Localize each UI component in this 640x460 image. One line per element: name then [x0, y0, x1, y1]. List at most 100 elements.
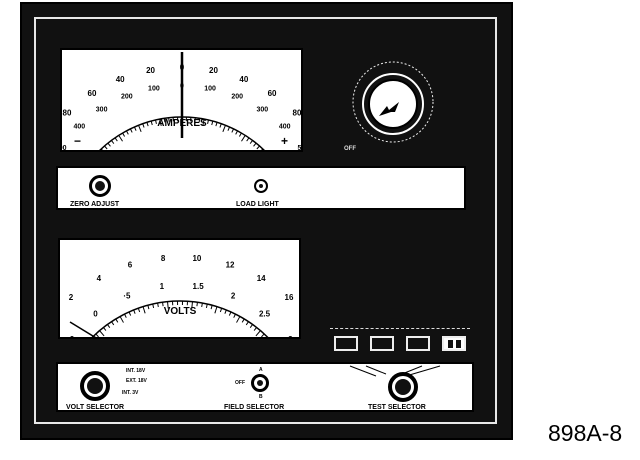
voltmeter-lower-label: 1.5	[193, 282, 205, 291]
load-control-dial[interactable]	[337, 52, 449, 156]
ammeter-upper-label: 40	[116, 75, 125, 84]
test-switch-3[interactable]	[406, 336, 430, 351]
ammeter-upper-label: 60	[268, 89, 277, 98]
voltmeter-tick	[142, 306, 146, 314]
ammeter-lower-label: 400	[279, 124, 291, 131]
test-switch-4-lever-a	[448, 340, 453, 348]
ammeter-lower-label: 200	[231, 94, 243, 101]
voltmeter-dial: 024681012141618 −20·511.522.53 VOLTS	[65, 254, 294, 337]
field-selector-label: FIELD SELECTOR	[224, 404, 285, 411]
ammeter-upper-label: 80	[63, 109, 72, 118]
voltmeter-upper-label: 16	[285, 293, 294, 302]
volt-selector-position-3: INT. 3V	[122, 390, 139, 396]
voltmeter-needle	[69, 321, 96, 337]
voltmeter-tick	[167, 301, 169, 309]
ammeter-upper-label: 80	[293, 109, 301, 118]
test-selector-label: TEST SELECTOR	[368, 404, 426, 411]
voltmeter-lower-label: −2	[65, 335, 75, 337]
voltmeter-upper-label: 6	[128, 261, 133, 270]
ammeter-upper-label: 20	[209, 66, 218, 75]
ammeter-tick	[261, 148, 264, 150]
voltmeter-upper-label: 2	[69, 293, 74, 302]
ammeter-lower-label: 500	[62, 145, 67, 150]
field-selector-switch[interactable]	[251, 374, 269, 392]
test-switch-4-lever-b	[456, 340, 461, 348]
ammeter-tick	[222, 125, 226, 132]
voltmeter-upper-label: 8	[161, 254, 166, 263]
volt-selector-position-1: INT. 18V	[126, 368, 146, 374]
load-light-lamp	[254, 179, 268, 193]
ammeter-lower-label: 400	[73, 124, 85, 131]
load-light-label: LOAD LIGHT	[236, 201, 279, 208]
field-selector-position-off: OFF	[235, 380, 245, 386]
voltmeter-upper-label: 12	[226, 261, 235, 270]
ammeter-tick	[100, 148, 103, 150]
ammeter-lower-label: 200	[121, 94, 133, 101]
ammeter-lower-label: 300	[96, 106, 108, 113]
ammeter-window: 10080604020020406080100 5004003002001000…	[60, 48, 303, 152]
ammeter-lower-label: 100	[148, 86, 160, 93]
ammeter-tick	[138, 125, 142, 132]
test-selector-knob-cap	[395, 379, 411, 395]
voltmeter-tick	[99, 330, 105, 337]
ammeter-plus-sign: +	[281, 134, 288, 148]
voltmeter-tick	[236, 316, 241, 323]
ammeter-tick	[202, 118, 205, 127]
load-light-center	[259, 184, 263, 188]
voltmeter-lower-label: 2.5	[259, 309, 271, 318]
test-switch-1[interactable]	[334, 336, 358, 351]
zero-adjust-knob[interactable]	[89, 175, 111, 197]
voltmeter-lower-label: ·5	[123, 291, 131, 300]
ammeter-upper-label: 60	[88, 89, 97, 98]
voltmeter-lower-label: 0	[93, 309, 98, 318]
test-selector-knob[interactable]	[388, 372, 418, 402]
switch-bank	[330, 328, 470, 360]
ammeter-dial: 10080604020020406080100 5004003002001000…	[62, 52, 301, 150]
volt-selector-knob[interactable]	[80, 371, 110, 401]
ammeter-upper-label: 20	[146, 66, 155, 75]
voltmeter-lower-label: 1	[160, 282, 165, 291]
ammeter-upper-label: 40	[239, 75, 248, 84]
voltmeter-window: 024681012141618 −20·511.522.53 VOLTS	[58, 238, 301, 339]
voltmeter-upper-label: 10	[192, 254, 201, 263]
load-control-knob[interactable]	[368, 79, 418, 129]
ammeter-tick	[118, 135, 123, 142]
panel-bezel	[34, 17, 497, 424]
field-selector-position-a: A	[259, 367, 263, 373]
voltmeter-upper-label: 14	[257, 274, 266, 283]
ammeter-tick	[159, 118, 162, 127]
middle-strip: ZERO ADJUST LOAD LIGHT	[56, 166, 466, 210]
ammeter-lower-label: 500	[298, 145, 301, 150]
test-switch-4[interactable]	[442, 336, 466, 351]
field-selector-center	[257, 380, 263, 386]
voltmeter-lower-label: 2	[231, 291, 236, 300]
voltmeter-ticks	[91, 300, 269, 337]
ammeter-lower-label: 100	[204, 86, 216, 93]
ammeter-tick	[241, 135, 246, 142]
test-switch-2[interactable]	[370, 336, 394, 351]
ammeter-minus-sign: −	[74, 134, 81, 148]
volt-selector-knob-cap	[87, 378, 103, 394]
voltmeter-tick	[255, 330, 261, 337]
figure-id: 898A-8	[548, 420, 623, 446]
voltmeter-tick	[214, 306, 218, 314]
voltmeter-label: VOLTS	[164, 306, 197, 317]
voltmeter-tick	[191, 301, 193, 309]
bottom-strip: INT. 18V EXT. 18V INT. 3V VOLT SELECTOR …	[56, 362, 474, 412]
load-control-scale	[352, 61, 434, 143]
ammeter-lower-label: 300	[257, 106, 269, 113]
voltmeter-lower-label: 3	[288, 335, 293, 337]
load-control-off-label: OFF	[344, 146, 356, 152]
zero-adjust-knob-cap	[95, 181, 105, 191]
test-selector-position-lines	[349, 365, 441, 377]
zero-adjust-label: ZERO ADJUST	[70, 201, 120, 208]
voltmeter-tick	[119, 316, 124, 323]
voltmeter-upper-label: 4	[97, 274, 102, 283]
volt-selector-position-2: EXT. 18V	[126, 378, 147, 384]
arrow-icon	[379, 102, 399, 116]
field-selector-position-b: B	[259, 394, 263, 400]
switch-bank-labels	[330, 328, 470, 333]
voltmeter-arc	[91, 300, 269, 337]
volt-selector-label: VOLT SELECTOR	[66, 404, 125, 411]
ammeter-label: AMPERES	[157, 118, 207, 129]
